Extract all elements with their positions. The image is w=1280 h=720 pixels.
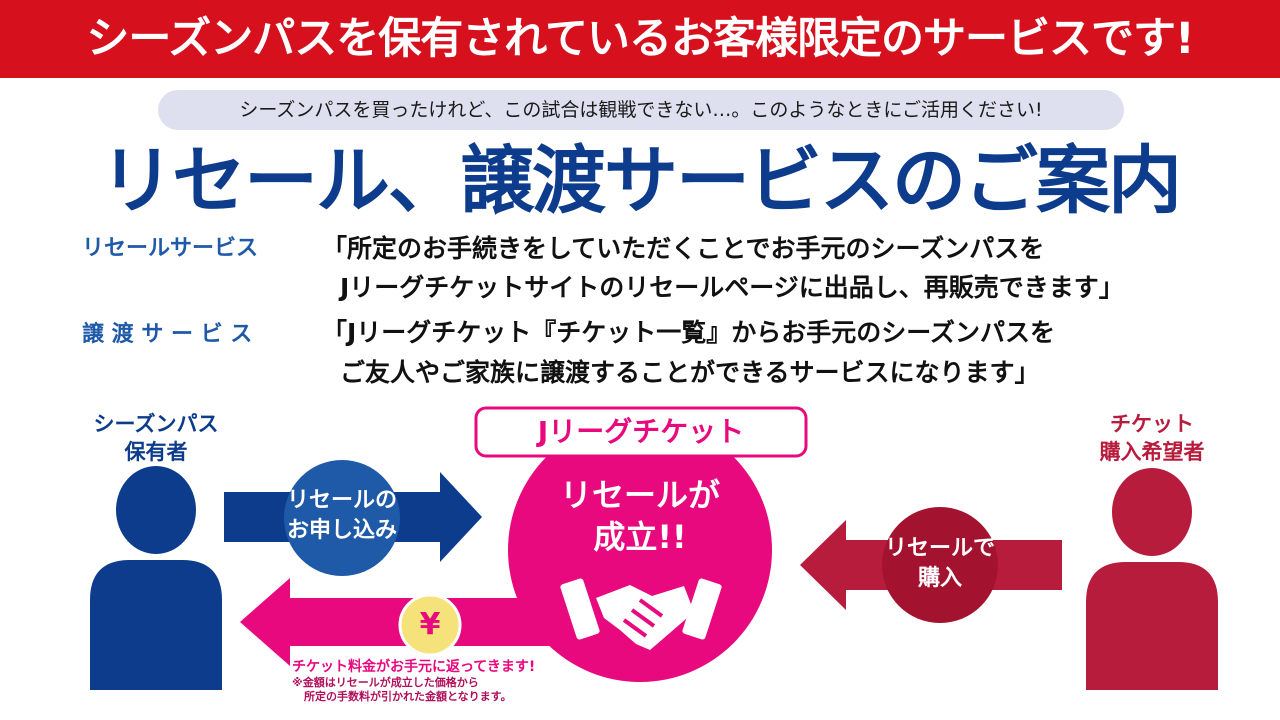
buyer-label-line2: 購入希望者 [1099,440,1205,464]
yen-coin-icon [398,593,462,657]
apply-arrow [224,460,482,576]
platform-name: Jリーグチケット [537,415,745,448]
holder-person-icon [90,466,222,690]
apply-arrow-label: リセールの お申し込み [262,486,422,546]
platform-center-line2: 成立!! [593,518,687,556]
refund-note-line1: ※金額はリセールが成立した価格から [292,676,479,689]
apply-arrow-line1: リセールの [286,488,397,513]
holder-label: シーズンパス 保有者 [66,410,246,466]
handshake-icon [560,578,722,650]
holder-label-line1: シーズンパス [93,412,219,436]
apply-arrow-line2: お申し込み [286,518,397,543]
refund-text: チケット料金がお手元に返ってきます! [292,659,536,675]
top-banner [0,0,1280,78]
buyer-person-icon [1086,468,1218,690]
transfer-service-label: 譲 渡 サ ー ビ ス [82,322,253,347]
intro-text: シーズンパスを買ったけれど、この試合は観戦できない…。このようなときにご活用くだ… [239,99,1043,121]
resale-service-label: リセールサービス [82,236,259,261]
platform-center-line1: リセールが [559,476,720,514]
buyer-label-line1: チケット [1110,412,1194,436]
transfer-service-line1: 「Jリーグチケット『チケット一覧』からお手元のシーズンパスを [322,318,1056,347]
buyer-label: チケット 購入希望者 [1062,410,1242,466]
yen-symbol: ¥ [419,607,441,642]
page-title: リセール、譲渡サービスのご案内 [100,138,1182,224]
platform-center-label: リセールが 成立!! [520,474,760,558]
buy-arrow-line1: リセールで [884,536,995,561]
intro-pill [158,90,1124,130]
holder-label-line2: 保有者 [124,440,188,464]
refund-note-line2: 所定の手数料が引かれた金額となります。 [304,690,512,703]
banner-text: シーズンパスを保有されているお客様限定のサービスです! [86,14,1194,64]
platform-label-box [474,406,808,458]
resale-service-line2: Jリーグチケットサイトのリセールページに出品し、再販売できます」 [340,273,1124,302]
buy-arrow-line2: 購入 [917,566,962,591]
buy-arrow [800,507,1062,623]
transfer-service-line2: ご友人やご家族に譲渡することができるサービスになります」 [340,358,1040,387]
buy-arrow-label: リセールで 購入 [860,534,1020,594]
resale-service-line1: 「所定のお手続きをしていただくことでお手元のシーズンパスを [322,234,1045,263]
